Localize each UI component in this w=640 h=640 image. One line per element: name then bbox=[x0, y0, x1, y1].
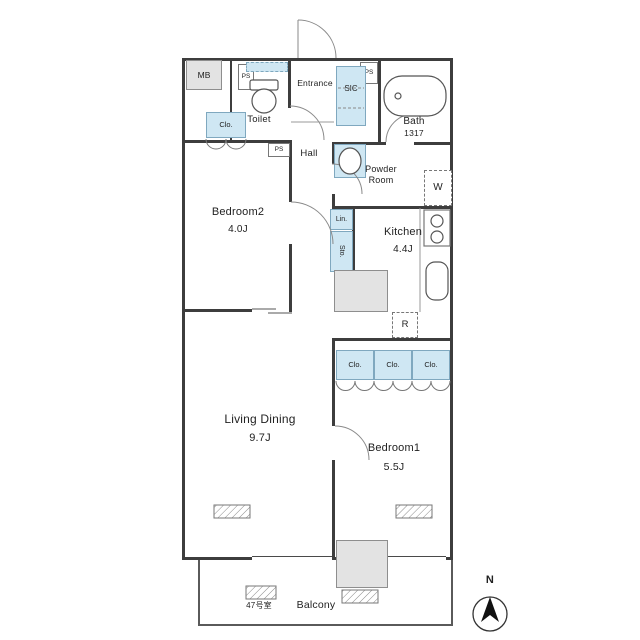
bath-label: Bath bbox=[403, 116, 425, 127]
shoe-closet: SIC bbox=[336, 66, 366, 126]
pipe-space-label: PS bbox=[241, 72, 251, 80]
compass-circle bbox=[472, 596, 508, 632]
bathtub-drain bbox=[394, 92, 402, 100]
bedroom1-closet-3: Clo. bbox=[412, 350, 450, 380]
closet-label: Clo. bbox=[424, 360, 438, 370]
living-hatch-box bbox=[213, 504, 251, 519]
toilet-door-arc bbox=[289, 105, 325, 141]
compass bbox=[472, 596, 508, 632]
wall-bedroom2-bottom bbox=[182, 309, 252, 312]
wall-bedroom1-left-b bbox=[332, 460, 335, 558]
linen-closet: Lin. bbox=[330, 209, 353, 230]
toilet-label: Toilet bbox=[247, 114, 271, 125]
wall-toilet-right bbox=[288, 58, 291, 108]
toilet-bowl bbox=[251, 88, 277, 114]
washer-space: W bbox=[424, 170, 452, 206]
wall-powder-bottom bbox=[332, 206, 453, 209]
bedroom1-closet-scallop bbox=[335, 380, 451, 391]
kitchen-size-label: 4.4J bbox=[393, 244, 413, 255]
balcony-label: Balcony bbox=[296, 599, 336, 611]
wall-bedroom1-top bbox=[332, 338, 453, 341]
hall-label: Hall bbox=[300, 148, 318, 159]
toilet-shelf bbox=[246, 62, 288, 72]
bedroom1-hatch-box bbox=[395, 504, 433, 519]
storage-closet: Sto. bbox=[330, 231, 353, 272]
sic-label: SIC bbox=[344, 84, 358, 93]
closet-label: Clo. bbox=[348, 360, 362, 370]
closet-label: Clo. bbox=[386, 360, 400, 370]
pipe-space-2: PS bbox=[268, 143, 290, 157]
bathtub bbox=[383, 75, 447, 117]
kitchen-counter-block bbox=[334, 270, 388, 312]
north-arrow bbox=[481, 597, 499, 622]
wall-outer-top bbox=[182, 58, 453, 61]
wall-bedroom2-right-a bbox=[289, 140, 292, 202]
bedroom2-door-arc bbox=[290, 201, 334, 245]
powder-room-label: Powder Room bbox=[365, 164, 397, 186]
meter-box-label: MB bbox=[197, 69, 211, 80]
outdoor-unit-box bbox=[336, 540, 388, 588]
storage-label: Sto. bbox=[338, 245, 345, 258]
wall-powder-left-b bbox=[332, 194, 335, 208]
wall-outer-bottom-a bbox=[182, 557, 252, 560]
bedroom2-closet: Clo. bbox=[206, 112, 246, 138]
linen-label: Lin. bbox=[335, 216, 348, 223]
bedroom1-closet-2: Clo. bbox=[374, 350, 412, 380]
pipe-space-label: PS bbox=[274, 145, 284, 153]
entrance-door-arc bbox=[297, 19, 337, 59]
wall-outer-bottom-c bbox=[446, 557, 453, 560]
kitchen-sink bbox=[425, 261, 449, 301]
bedroom1-size-label: 5.5J bbox=[383, 461, 405, 473]
bath-size-label: 1317 bbox=[404, 128, 424, 138]
kitchen-label: Kitchen bbox=[383, 226, 423, 238]
wall-bedroom2-right-b bbox=[289, 244, 292, 312]
bedroom2-label: Bedroom2 bbox=[211, 206, 265, 218]
bedroom1-label: Bedroom1 bbox=[367, 442, 421, 454]
entrance-label: Entrance bbox=[297, 78, 333, 88]
toilet-tank bbox=[249, 79, 279, 91]
wall-outer-right bbox=[450, 58, 453, 560]
living-dining-label: Living Dining bbox=[224, 412, 296, 426]
pipe-space-label: PS bbox=[364, 68, 374, 76]
wall-powder-left-a bbox=[332, 142, 335, 164]
living-dining-size-label: 9.7J bbox=[249, 432, 271, 444]
balcony-outline bbox=[198, 560, 453, 626]
bedroom1-closet-1: Clo. bbox=[336, 350, 374, 380]
closet-label: Clo. bbox=[219, 120, 233, 130]
bedroom2-size-label: 4.0J bbox=[228, 224, 248, 235]
refrigerator-space: R bbox=[392, 312, 418, 338]
wall-mid-a bbox=[334, 142, 386, 145]
washer-label: W bbox=[433, 182, 443, 193]
north-label: N bbox=[485, 574, 495, 586]
room-number-label: 47号室 bbox=[246, 601, 272, 610]
meter-box: MB bbox=[186, 60, 222, 90]
wall-bedroom1-left-a bbox=[332, 338, 335, 426]
wall-mid-b bbox=[414, 142, 453, 145]
refrigerator-label: R bbox=[401, 319, 409, 331]
wall-storage-right bbox=[352, 206, 355, 272]
wall-bath-left bbox=[378, 58, 381, 144]
wall-toilet-left bbox=[230, 58, 232, 142]
